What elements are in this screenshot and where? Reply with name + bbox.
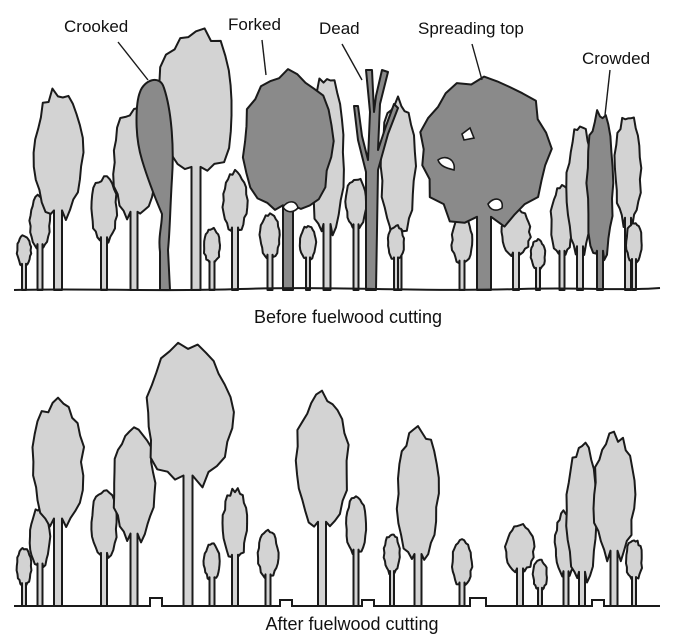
- forked-tree: [243, 69, 334, 290]
- healthy-tree-after: [346, 496, 366, 606]
- healthy-tree-after: [114, 427, 156, 606]
- healthy-tree-after: [204, 543, 220, 606]
- healthy-tree-after: [223, 488, 248, 606]
- caption-before: Before fuelwood cutting: [254, 307, 442, 327]
- spreading-top-leader: [472, 44, 482, 80]
- healthy-tree-after: [147, 343, 234, 606]
- healthy-tree-after: [505, 524, 535, 606]
- label-forked: Forked: [228, 15, 281, 34]
- healthy-tree-before: [91, 176, 117, 290]
- caption-after: After fuelwood cutting: [265, 614, 438, 634]
- healthy-tree-before: [531, 239, 546, 290]
- healthy-tree-after: [452, 539, 472, 606]
- healthy-tree-after: [626, 540, 642, 606]
- healthy-tree-after: [397, 426, 439, 606]
- label-spreading-top: Spreading top: [418, 19, 524, 38]
- crowded-tree: [586, 110, 613, 290]
- healthy-tree-before: [204, 228, 220, 290]
- label-crooked: Crooked: [64, 17, 128, 36]
- healthy-tree-after: [594, 432, 636, 606]
- label-dead: Dead: [319, 19, 360, 38]
- healthy-tree-after: [258, 530, 279, 606]
- healthy-tree-before: [451, 217, 472, 290]
- after-stand: [14, 343, 660, 606]
- healthy-tree-before: [345, 179, 366, 290]
- healthy-trees-after: [17, 343, 642, 606]
- dead-leader: [342, 44, 362, 80]
- healthy-tree-before: [223, 170, 248, 290]
- healthy-tree-after: [566, 443, 597, 606]
- healthy-tree-before: [300, 226, 316, 290]
- crooked-leader: [118, 42, 148, 80]
- healthy-tree-before: [17, 235, 31, 290]
- crowded-leader: [605, 70, 610, 115]
- healthy-tree-after: [533, 560, 547, 606]
- label-crowded: Crowded: [582, 49, 650, 68]
- crown-gap: [488, 199, 502, 210]
- healthy-tree-after: [296, 391, 349, 606]
- healthy-tree-after: [384, 535, 400, 606]
- before-stand: [14, 28, 660, 290]
- healthy-tree-after: [17, 548, 32, 606]
- forked-leader: [262, 40, 266, 75]
- healthy-tree-before: [615, 118, 642, 291]
- healthy-tree-before: [260, 213, 280, 290]
